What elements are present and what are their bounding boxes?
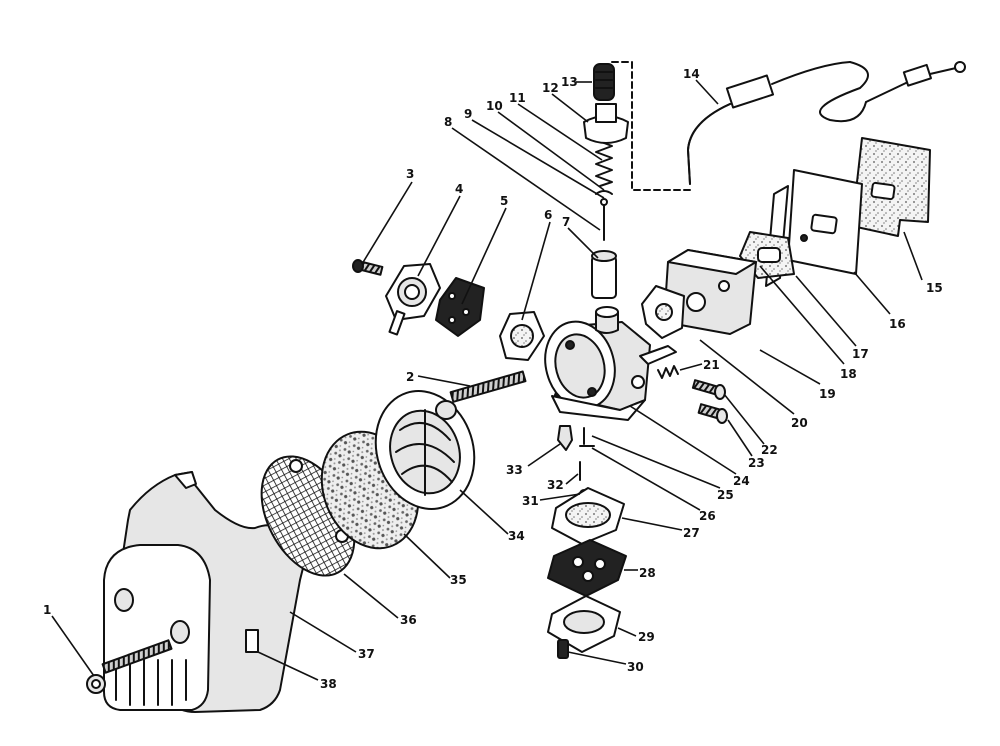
callout-10: 10 xyxy=(486,99,503,113)
cable-routing-line xyxy=(611,61,691,191)
metering-cover-screw xyxy=(557,639,569,659)
callout-15: 15 xyxy=(926,281,943,295)
metering-gasket xyxy=(551,487,625,545)
outer-gasket xyxy=(851,137,931,237)
callout-28: 28 xyxy=(639,566,656,580)
callout-36: 36 xyxy=(400,613,417,627)
callout-2: 2 xyxy=(406,370,414,384)
callout-9: 9 xyxy=(464,107,472,121)
callout-5: 5 xyxy=(500,194,508,208)
cable-adjuster xyxy=(593,63,615,101)
idle-spring xyxy=(657,365,679,379)
throttle-barrel xyxy=(591,250,617,299)
callout-22: 22 xyxy=(761,443,778,457)
callout-14: 14 xyxy=(683,67,700,81)
callout-6: 6 xyxy=(544,208,552,222)
callout-7: 7 xyxy=(562,215,570,229)
callout-37: 37 xyxy=(358,647,375,661)
throttle-spring xyxy=(595,139,613,187)
metering-cover xyxy=(547,595,621,653)
metering-diaphragm xyxy=(547,539,627,597)
needle-clip xyxy=(595,190,613,195)
callout-1: 1 xyxy=(43,603,51,617)
callout-38: 38 xyxy=(320,677,337,691)
callout-3: 3 xyxy=(406,167,414,181)
carburetor-body xyxy=(544,306,677,421)
callouts: 1 2 3 4 5 6 7 8 9 10 11 12 13 14 15 16 1… xyxy=(43,67,943,691)
callout-26: 26 xyxy=(699,509,716,523)
pump-cover-screw xyxy=(352,259,384,276)
callout-30: 30 xyxy=(627,660,644,674)
inlet-needle xyxy=(557,425,573,451)
callout-19: 19 xyxy=(819,387,836,401)
inlet-lever xyxy=(579,427,595,447)
callout-34: 34 xyxy=(508,529,525,543)
cover-screw xyxy=(86,639,173,694)
callout-27: 27 xyxy=(683,526,700,540)
fuel-pump-cover xyxy=(385,263,441,336)
callout-4: 4 xyxy=(455,182,463,196)
mixture-screw xyxy=(697,403,728,424)
callout-13: 13 xyxy=(561,75,578,89)
pump-diaphragm xyxy=(435,277,485,337)
throttle-cable xyxy=(687,61,966,185)
callout-16: 16 xyxy=(889,317,906,331)
callout-12: 12 xyxy=(542,81,559,95)
callout-20: 20 xyxy=(791,416,808,430)
spacer-plate xyxy=(787,169,863,275)
callout-18: 18 xyxy=(840,367,857,381)
callout-35: 35 xyxy=(450,573,467,587)
filter-grille-base xyxy=(374,390,476,510)
carburetor-cap xyxy=(583,103,629,144)
intake-adapter xyxy=(663,249,757,335)
callout-32: 32 xyxy=(547,478,564,492)
callout-21: 21 xyxy=(703,358,720,372)
jet-needle xyxy=(600,198,608,241)
pump-gasket xyxy=(499,311,545,361)
long-screw xyxy=(435,370,527,420)
callout-25: 25 xyxy=(717,488,734,502)
callout-29: 29 xyxy=(638,630,655,644)
callout-8: 8 xyxy=(444,115,452,129)
callout-31: 31 xyxy=(522,494,539,508)
callout-17: 17 xyxy=(852,347,869,361)
idle-screw xyxy=(691,379,726,400)
callout-24: 24 xyxy=(733,474,750,488)
callout-23: 23 xyxy=(748,456,765,470)
callout-11: 11 xyxy=(509,91,526,105)
callout-33: 33 xyxy=(506,463,523,477)
flange-gasket xyxy=(641,285,685,339)
